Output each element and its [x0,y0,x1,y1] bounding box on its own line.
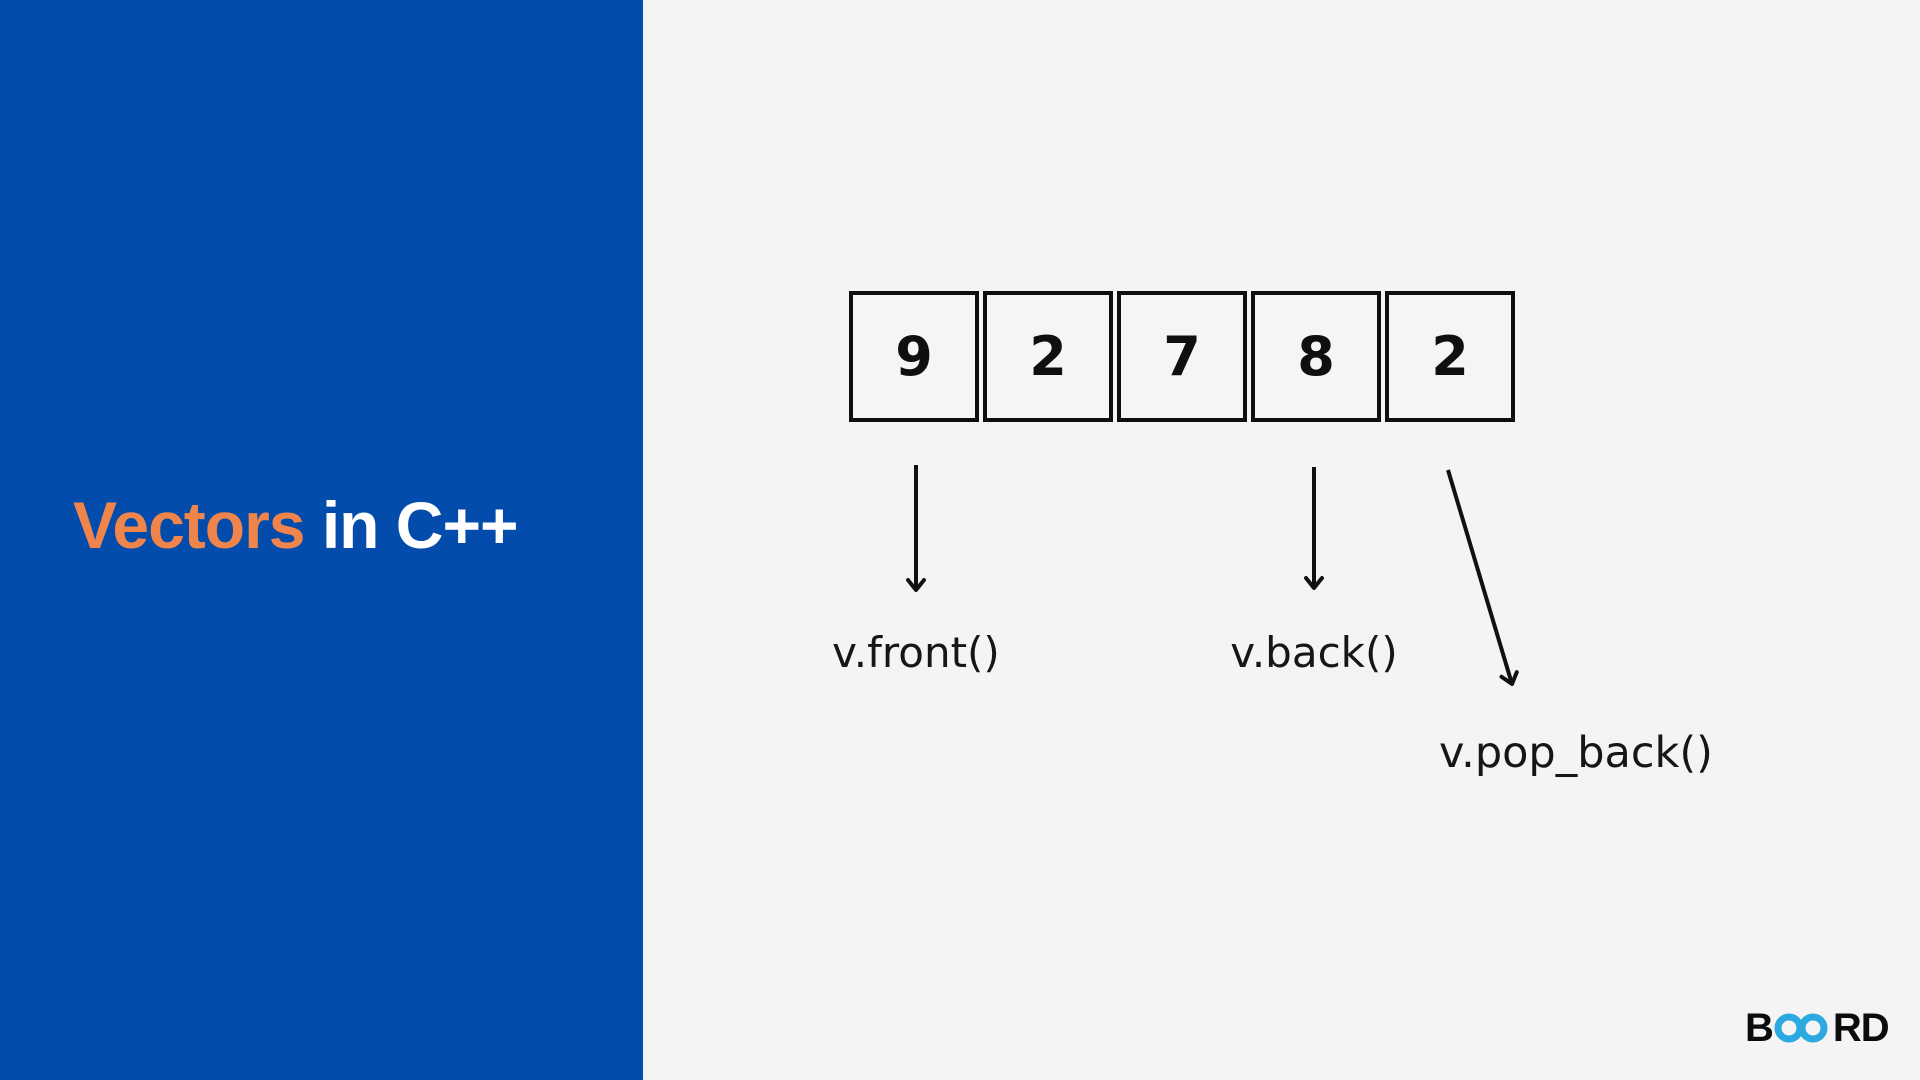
front-label: v.front() [832,628,1000,677]
left-panel: Vectors in C++ [0,0,643,1080]
pop-back-label: v.pop_back() [1439,728,1713,778]
vector-cell: 8 [1251,291,1381,422]
title-highlight: Vectors [73,488,305,562]
board-logo-prefix: B [1745,1005,1774,1050]
vector-array: 9 2 7 8 2 [849,291,1515,422]
title-rest: in C++ [304,488,519,562]
pop-back-arrow [1446,469,1519,686]
vector-cell: 2 [1385,291,1515,422]
page-title: Vectors in C++ [73,488,519,564]
infinity-icon [1774,1013,1828,1043]
vector-cell: 7 [1117,291,1247,422]
board-logo: B RD [1745,1005,1890,1050]
board-logo-suffix: RD [1832,1005,1890,1050]
vector-cell: 9 [849,291,979,422]
back-label: v.back() [1230,628,1398,677]
vector-cell: 2 [983,291,1113,422]
